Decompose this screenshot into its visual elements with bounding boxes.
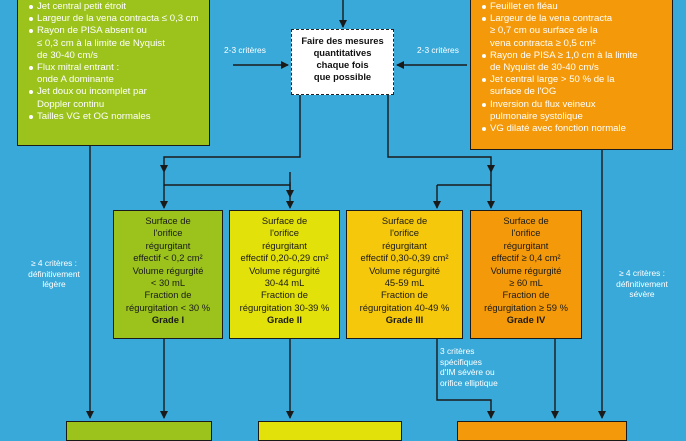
severe-criterion-cont: surface de l'OG bbox=[490, 86, 557, 98]
severe-criterion-cont: vena contracta ≥ 0,5 cm² bbox=[490, 37, 596, 49]
mild-criterion: Jet central petit étroit bbox=[28, 1, 209, 13]
result-moderate-box bbox=[258, 421, 402, 441]
mild-criterion-cont: onde A dominante bbox=[37, 74, 114, 86]
left-definitive-label: ≥ 4 critères : définitivement légère bbox=[28, 258, 80, 289]
quantitative-measures-box: Faire des mesures quantitatives chaque f… bbox=[291, 29, 394, 95]
center-line: chaque fois bbox=[316, 59, 369, 70]
severe-criteria-box: Feuillet en fléau Largeur de la vena con… bbox=[470, 0, 673, 150]
right-criteria-label: 2-3 critères bbox=[417, 45, 459, 55]
mild-criterion: Rayon de PISA absent ou bbox=[28, 25, 209, 37]
grade-label: Grade II bbox=[267, 314, 302, 326]
severe-criterion: Largeur de la vena contracta bbox=[481, 13, 672, 25]
severe-criterion-cont: pulmonaire systolique bbox=[490, 110, 583, 122]
result-severe-box bbox=[457, 421, 627, 441]
flow-connectors bbox=[86, 0, 606, 419]
grade-label: Grade I bbox=[151, 314, 185, 326]
center-line: quantitatives bbox=[313, 47, 372, 58]
center-line: que possible bbox=[313, 71, 372, 82]
grade-3-box: Surface de l'orifice régurgitant effecti… bbox=[346, 210, 463, 339]
severe-criterion: Inversion du flux veineux bbox=[481, 99, 672, 111]
severe-criterion: Feuillet en fléau bbox=[481, 1, 672, 13]
grade-1-box: Surface de l'orifice régurgitant effecti… bbox=[113, 210, 223, 339]
branch-bar-right bbox=[437, 172, 492, 186]
mild-criterion-cont: de 30-40 cm/s bbox=[37, 49, 98, 61]
result-mild-box bbox=[66, 421, 212, 441]
grade-label: Grade IV bbox=[506, 314, 546, 326]
grade-4-box: Surface de l'orifice régurgitant effecti… bbox=[470, 210, 582, 339]
mild-criterion-cont: Doppler continu bbox=[37, 98, 105, 110]
mild-criterion: Tailles VG et OG normales bbox=[28, 111, 209, 123]
mild-criterion: Largeur de la vena contracta ≤ 0,3 cm bbox=[28, 13, 209, 25]
grade-2-box: Surface de l'orifice régurgitant effecti… bbox=[229, 210, 340, 339]
severe-criterion-cont: ≥ 0,7 cm ou surface de la bbox=[490, 25, 598, 37]
grade-label: Grade III bbox=[385, 314, 424, 326]
severe-criterion: Rayon de PISA ≥ 1,0 cm à la limite bbox=[481, 50, 672, 62]
right-definitive-label: ≥ 4 critères : définitivement sévère bbox=[616, 268, 668, 299]
mild-criteria-box: Jet central petit étroit Largeur de la v… bbox=[17, 0, 210, 146]
severe-criterion: Jet central large > 50 % de la bbox=[481, 74, 672, 86]
severe-criterion: VG dilaté avec fonction normale bbox=[481, 123, 672, 135]
center-line: Faire des mesures bbox=[301, 35, 384, 46]
branch-bar-left bbox=[163, 172, 291, 186]
mild-criterion-cont: ≤ 0,3 cm à la limite de Nyquist bbox=[37, 37, 165, 49]
left-criteria-label: 2-3 critères bbox=[224, 45, 266, 55]
mild-criterion: Jet doux ou incomplet par bbox=[28, 86, 209, 98]
mild-criterion: Flux mitral entrant : bbox=[28, 62, 209, 74]
connector-center-left bbox=[160, 95, 301, 173]
connector-center-right bbox=[387, 95, 495, 173]
arrow-grade3-down bbox=[436, 339, 495, 419]
severe-criterion-cont: de Nyquist de 30-40 cm/s bbox=[490, 62, 599, 74]
specific-criteria-label: 3 critères spécifiques d'IM sévère ou or… bbox=[440, 346, 498, 388]
